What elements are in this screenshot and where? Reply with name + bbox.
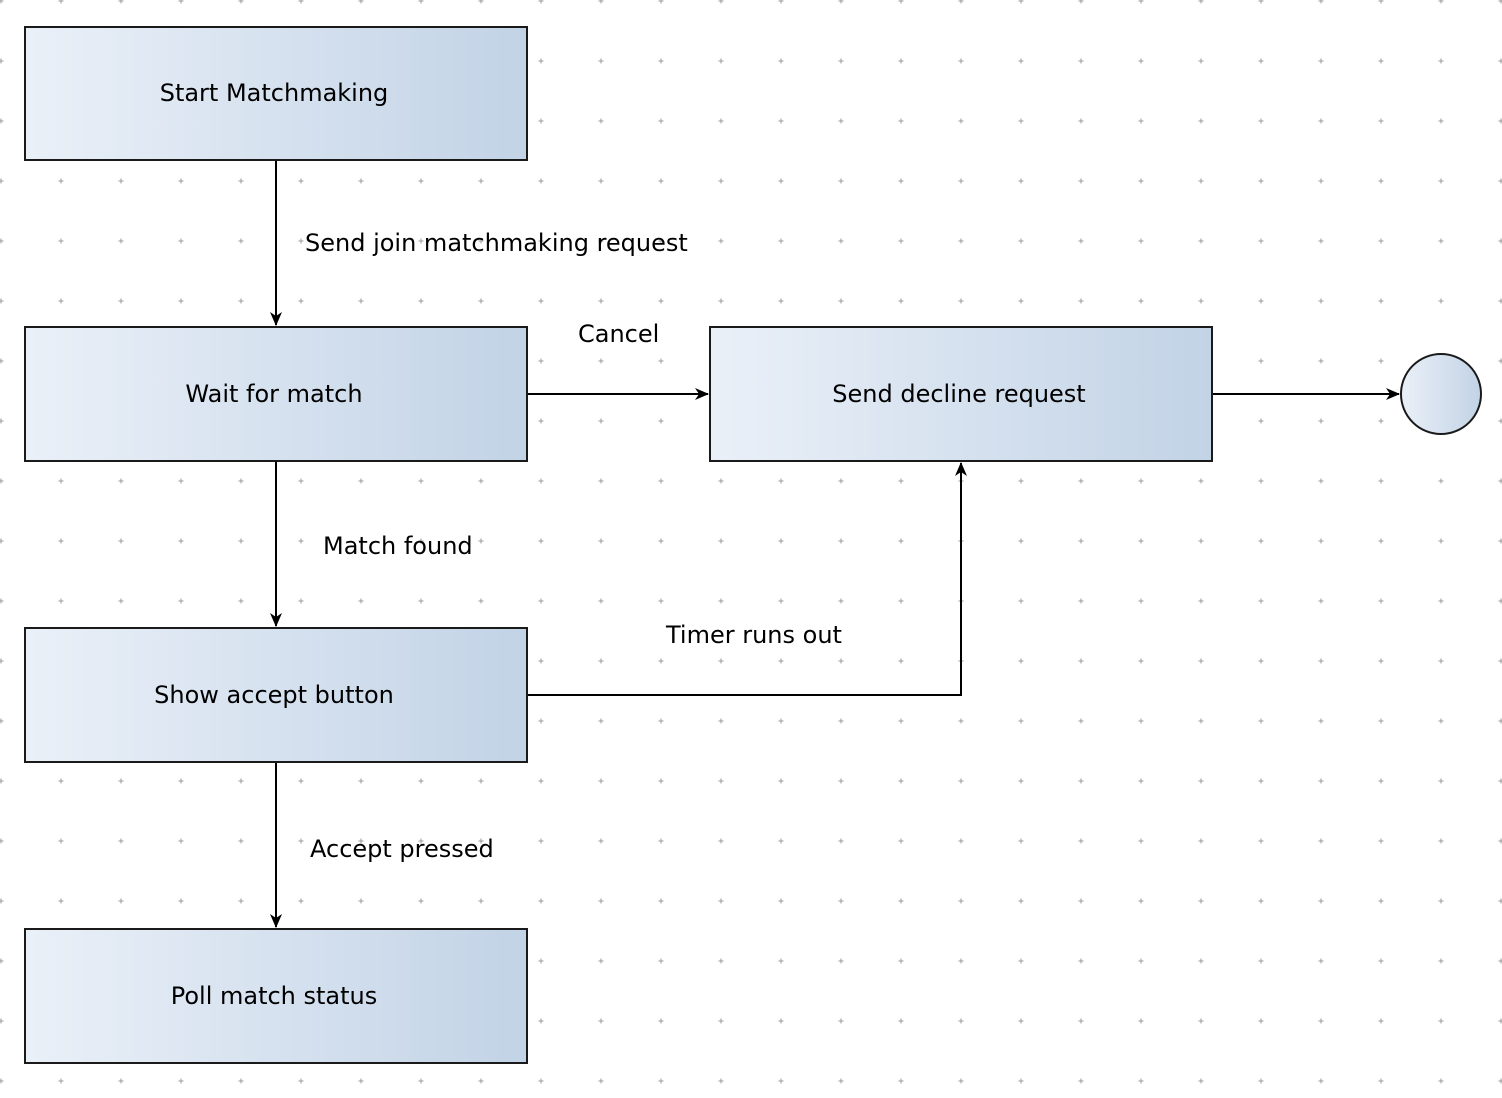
node-show-accept-button[interactable]: Show accept button (24, 627, 528, 763)
node-box[interactable] (24, 26, 528, 161)
edge-label-cancel: Cancel (578, 320, 659, 348)
end-state-circle[interactable] (1400, 353, 1482, 435)
edge-label-timer-runs-out: Timer runs out (665, 621, 842, 649)
node-label: Poll match status (171, 982, 378, 1010)
edge-label-accept-pressed: Accept pressed (310, 835, 494, 863)
node-poll-match-status[interactable]: Poll match status (24, 928, 528, 1064)
node-label: Start Matchmaking (160, 79, 389, 107)
node-wait-for-match[interactable]: Wait for match (24, 326, 528, 462)
node-box[interactable] (24, 627, 528, 763)
node-box[interactable] (709, 326, 1213, 462)
node-label: Send decline request (832, 380, 1085, 408)
edge-label-match-found: Match found (323, 532, 473, 560)
node-box[interactable] (24, 928, 528, 1064)
node-box[interactable] (24, 326, 528, 462)
node-label: Show accept button (154, 681, 394, 709)
node-end-state[interactable] (1400, 353, 1482, 435)
edge-label-send-join: Send join matchmaking request (305, 229, 688, 257)
node-send-decline-request[interactable]: Send decline request (709, 326, 1213, 462)
node-start-matchmaking[interactable]: Start Matchmaking (24, 26, 528, 161)
node-label: Wait for match (185, 380, 362, 408)
edge-accept-to-decline[interactable] (527, 462, 967, 696)
